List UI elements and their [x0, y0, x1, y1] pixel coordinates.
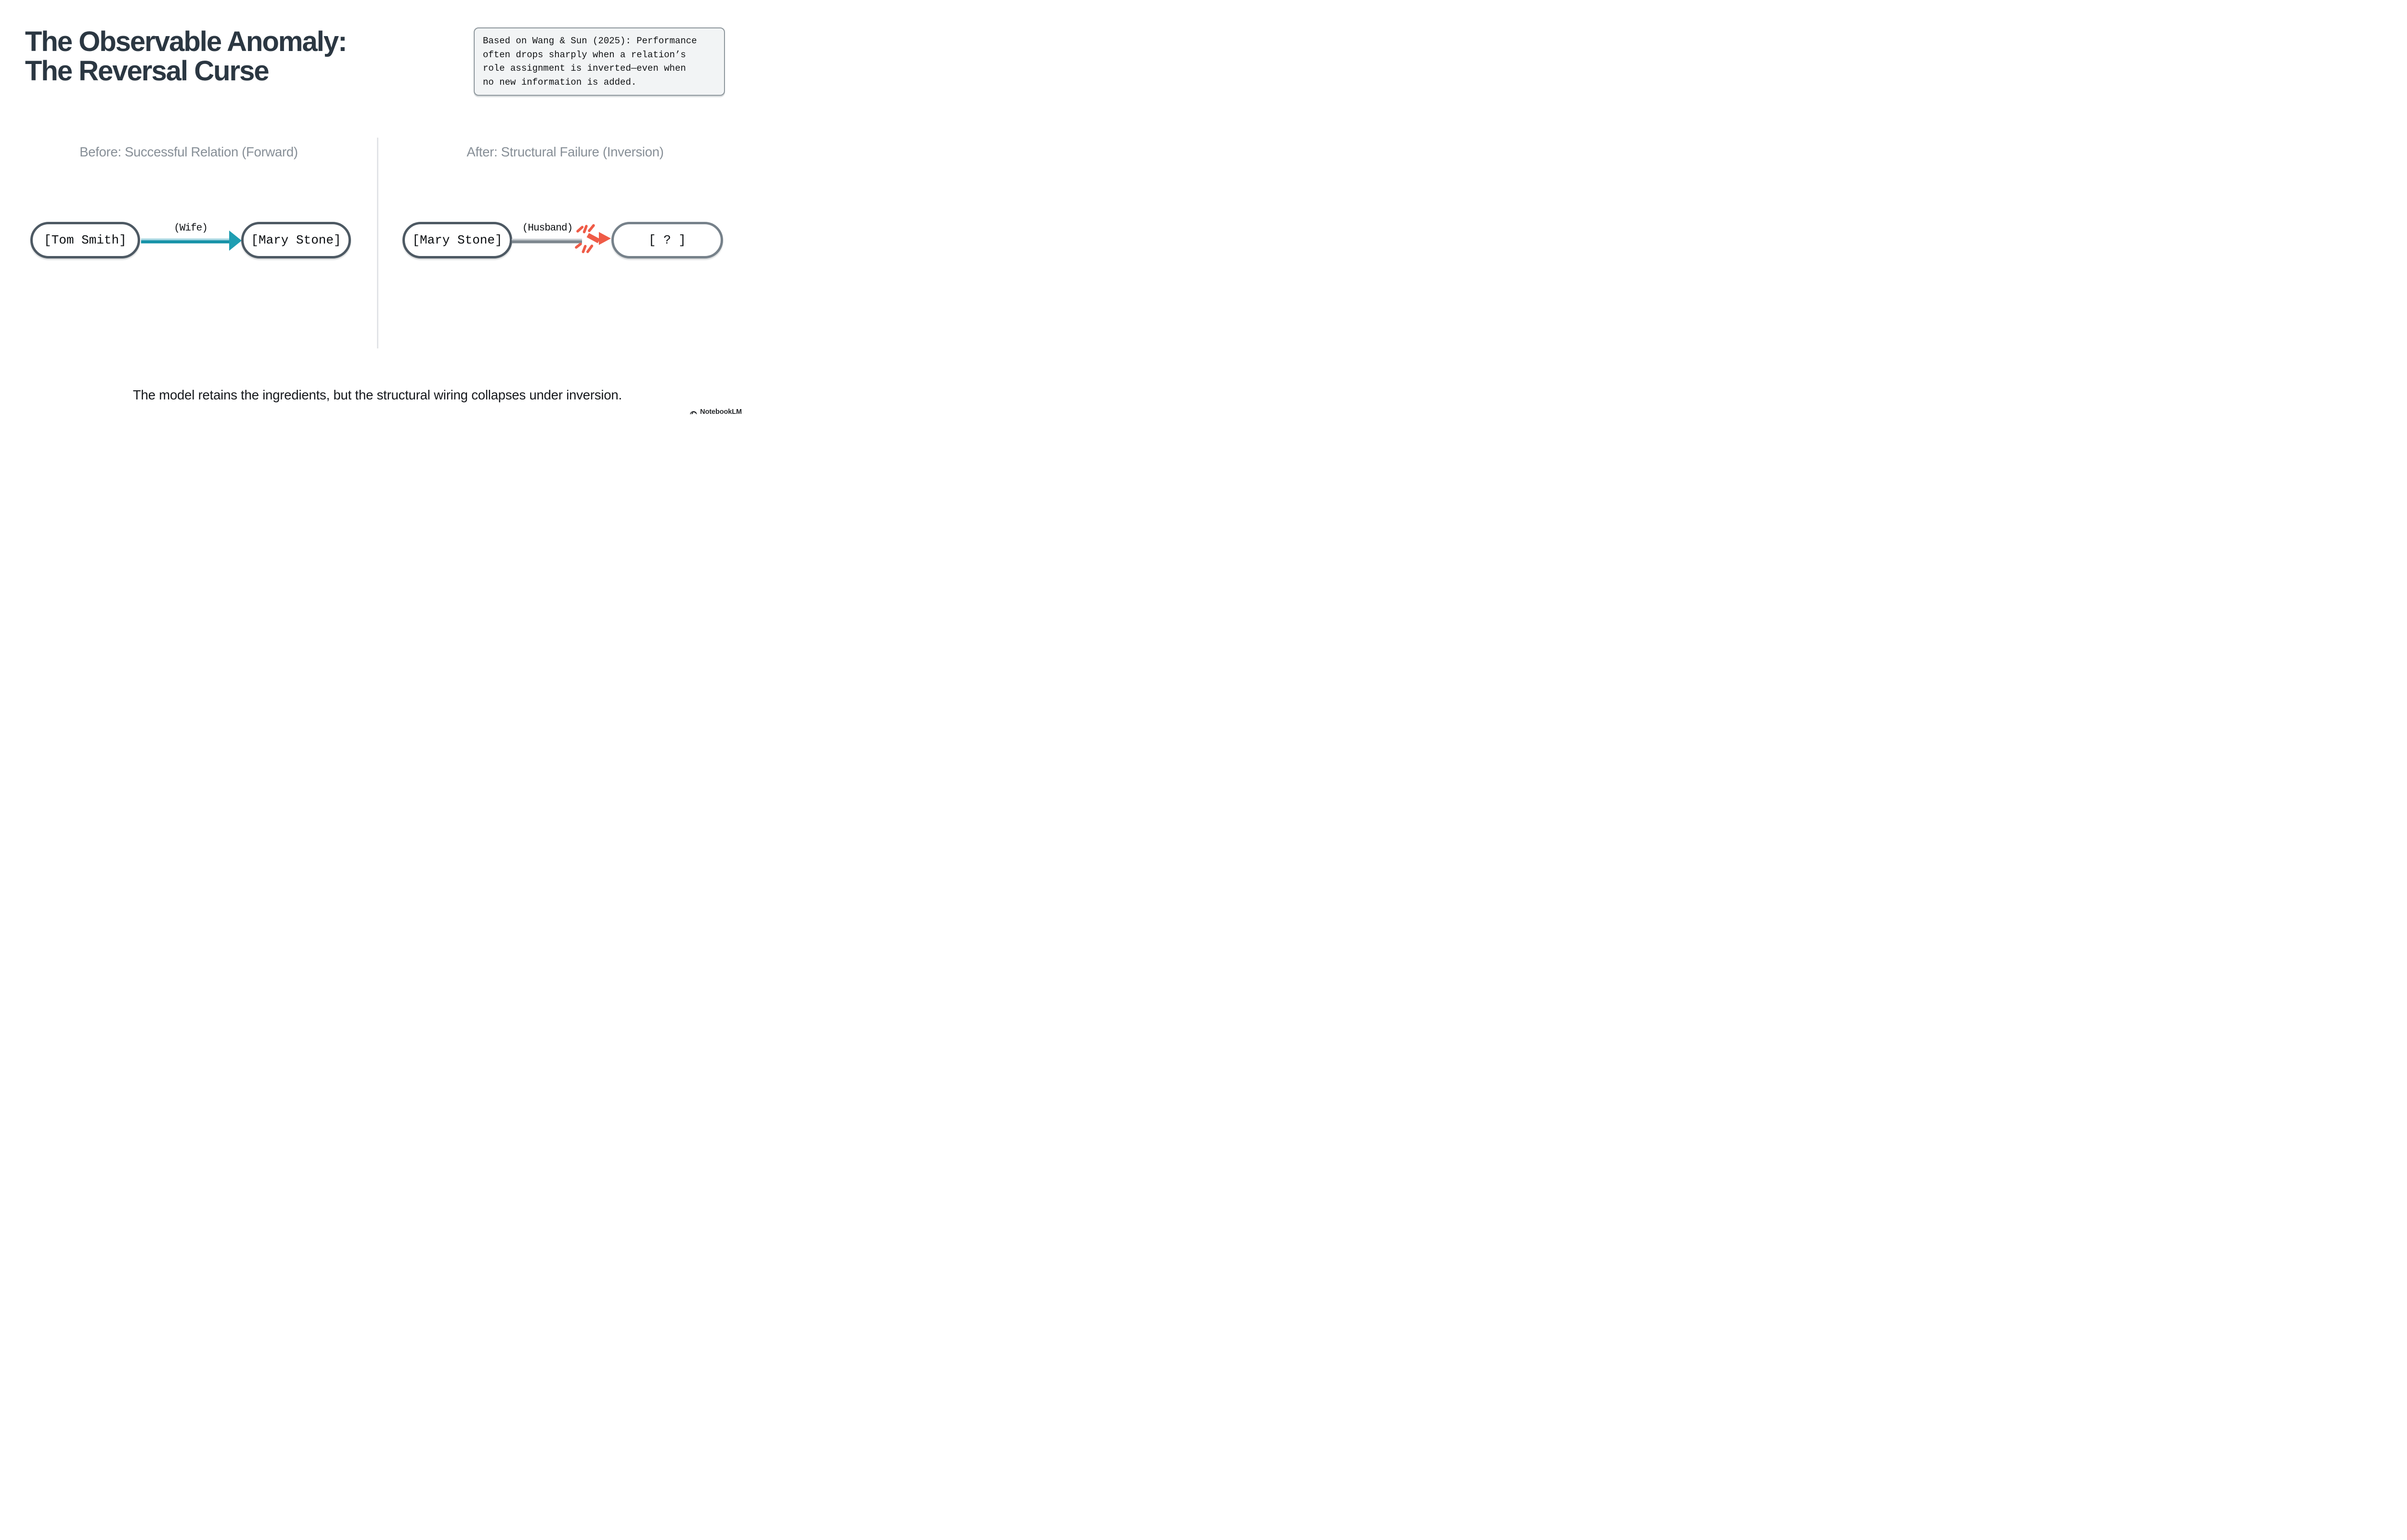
- left-panel-header: Before: Successful Relation (Forward): [79, 144, 298, 159]
- node-mary-stone-left: [Mary Stone]: [241, 222, 351, 258]
- forward-relation-label: (Wife): [174, 223, 208, 234]
- node-mary-stone-right: [Mary Stone]: [402, 222, 512, 258]
- arrow-shaft: [141, 240, 231, 244]
- spark-icon: [582, 225, 588, 233]
- broken-arrow-head: [599, 232, 611, 245]
- broken-shaft: [512, 240, 582, 244]
- slide-canvas: The Observable Anomaly: The Reversal Cur…: [0, 0, 755, 421]
- panel-divider: [377, 138, 378, 348]
- arrow-head: [229, 231, 242, 251]
- inverted-relation-label: (Husband): [522, 223, 573, 234]
- broken-arrow-fragment: [586, 233, 600, 244]
- page-title-line1: The Observable Anomaly:: [25, 26, 347, 57]
- spark-icon: [588, 224, 595, 232]
- forward-arrow: [141, 231, 242, 251]
- node-unknown: [ ? ]: [611, 222, 723, 258]
- citation-callout: Based on Wang & Sun (2025): Performance …: [474, 27, 725, 96]
- node-label: [Mary Stone]: [251, 233, 341, 247]
- callout-line: role assignment is inverted—even when: [483, 63, 686, 74]
- node-label: [ ? ]: [648, 233, 686, 247]
- page-title-line2: The Reversal Curse: [25, 55, 270, 87]
- right-panel-header: After: Structural Failure (Inversion): [466, 144, 664, 159]
- node-label: [Tom Smith]: [44, 233, 127, 247]
- node-label: [Mary Stone]: [412, 233, 503, 247]
- arrow-shaft-highlight: [141, 238, 231, 241]
- callout-line: no new information is added.: [483, 77, 637, 88]
- broken-arrow: [512, 224, 611, 254]
- broken-shaft-highlight: [512, 239, 582, 241]
- page-title: The Observable Anomaly: The Reversal Cur…: [25, 26, 347, 87]
- callout-line: Based on Wang & Sun (2025): Performance: [483, 36, 697, 46]
- spark-icon: [575, 243, 582, 249]
- notebooklm-logo-icon: [690, 411, 697, 414]
- spark-icon: [576, 226, 584, 233]
- brand-wordmark: NotebookLM: [700, 408, 742, 416]
- slide-caption: The model retains the ingredients, but t…: [133, 387, 622, 402]
- callout-line: often drops sharply when a relation’s: [483, 49, 686, 60]
- spark-icon: [582, 244, 587, 254]
- spark-icon: [586, 244, 594, 253]
- node-tom-smith: [Tom Smith]: [30, 222, 140, 258]
- brand-footer: NotebookLM: [689, 408, 742, 416]
